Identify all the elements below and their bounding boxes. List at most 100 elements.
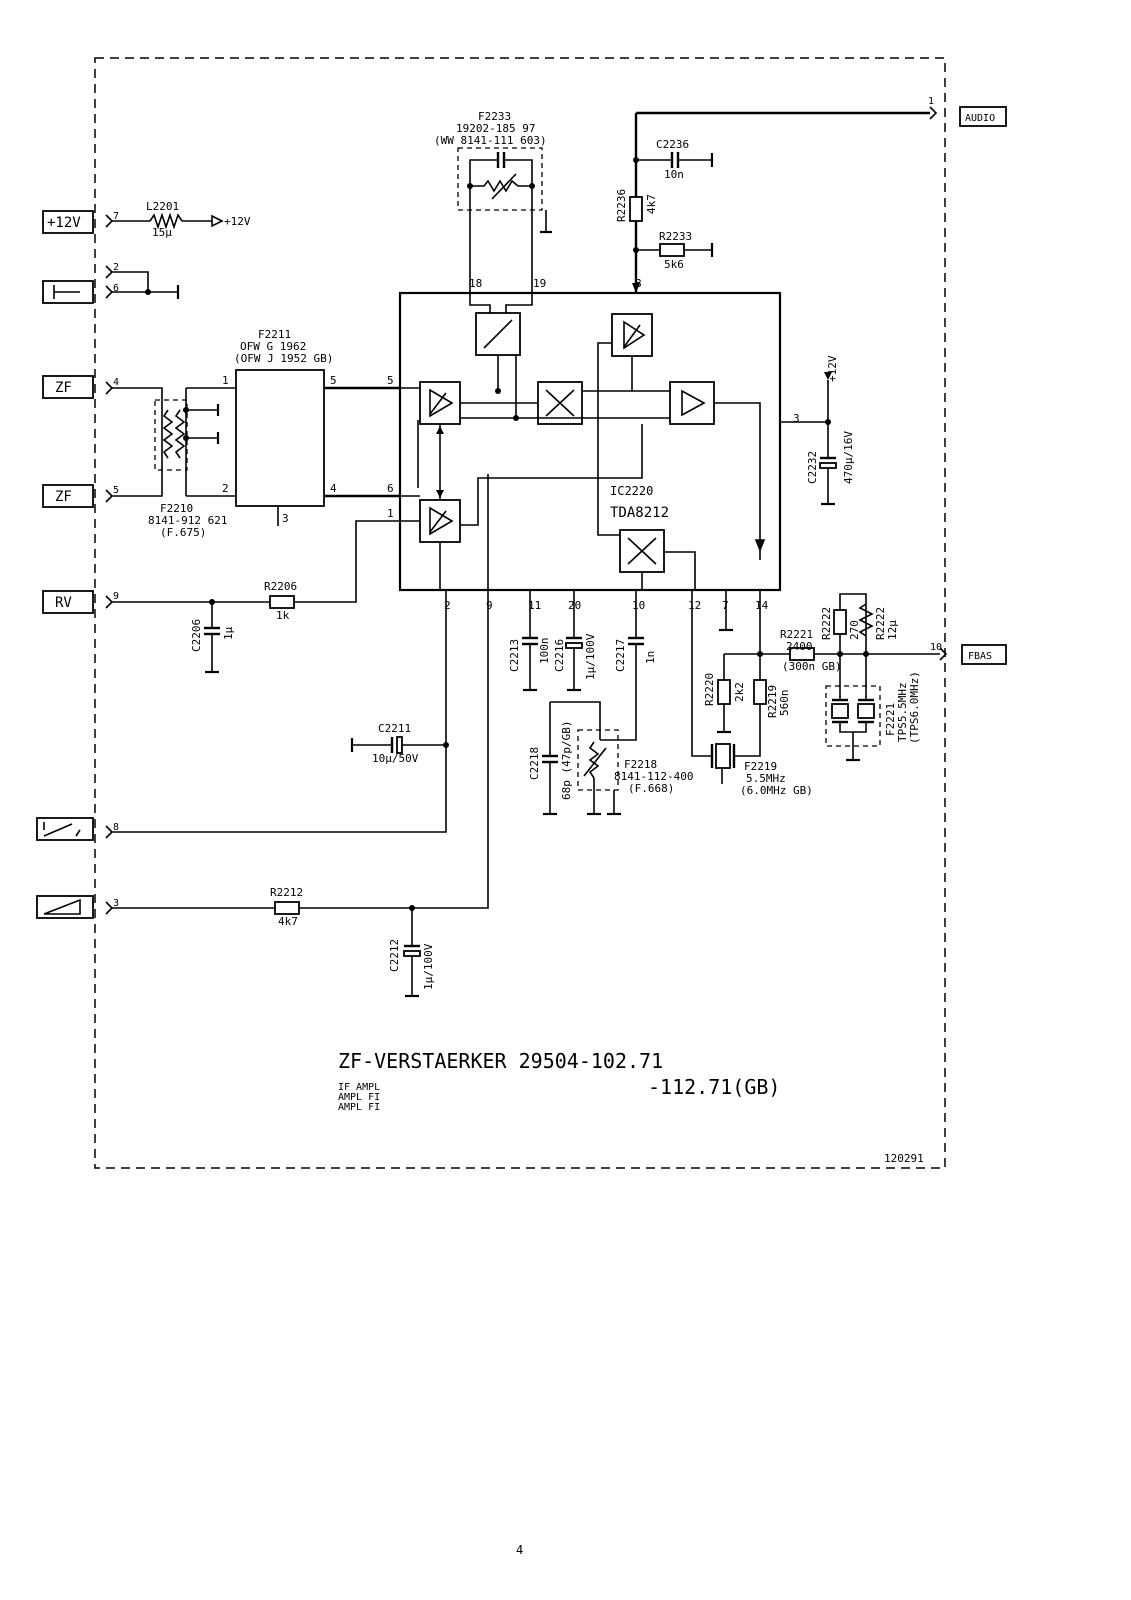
svg-text:R2222: R2222 (874, 607, 887, 640)
svg-text:19202-185 97: 19202-185 97 (456, 122, 535, 135)
svg-text:5k6: 5k6 (664, 258, 684, 271)
r2219-resistor (753, 679, 767, 705)
page-number: 4 (516, 1543, 523, 1557)
svg-text:8: 8 (113, 822, 119, 833)
svg-text:L2201: L2201 (146, 200, 179, 213)
svg-text:470µ/16V: 470µ/16V (842, 431, 855, 484)
svg-text:2400: 2400 (786, 640, 813, 653)
svg-text:560n: 560n (778, 690, 791, 717)
drawing-number: 120291 (884, 1152, 924, 1165)
svg-text:1: 1 (387, 507, 394, 520)
svg-text:R2221: R2221 (780, 628, 813, 641)
svg-text:3: 3 (793, 412, 800, 425)
r2222-resistor (833, 609, 847, 635)
connector-agc (36, 895, 94, 919)
svg-text:10: 10 (930, 642, 942, 653)
svg-text:12µ: 12µ (886, 620, 899, 640)
svg-text:(F.668): (F.668) (628, 782, 674, 795)
ic-type: TDA8212 (610, 505, 669, 521)
svg-text:R2219: R2219 (766, 685, 779, 718)
svg-text:2k2: 2k2 (733, 682, 746, 702)
svg-text:9: 9 (486, 599, 493, 612)
r2233-resistor (659, 243, 685, 257)
title-main: ZF-VERSTAERKER 29504-102.71 (338, 1049, 663, 1073)
svg-text:F2210: F2210 (160, 502, 193, 515)
svg-text:R2222: R2222 (820, 607, 833, 640)
svg-text:C2211: C2211 (378, 722, 411, 735)
svg-text:F2219: F2219 (744, 760, 777, 773)
connector-zf1-label: ZF (55, 380, 72, 396)
svg-text:1µ/100V: 1µ/100V (422, 943, 435, 990)
svg-text:(6.0MHz GB): (6.0MHz GB) (740, 784, 813, 797)
svg-text:11: 11 (528, 599, 541, 612)
svg-text:C2213: C2213 (508, 639, 521, 672)
svg-text:5: 5 (387, 374, 394, 387)
connector-fbas (961, 644, 1007, 665)
svg-text:C2218: C2218 (528, 747, 541, 780)
svg-text:(WW 8141-111 603): (WW 8141-111 603) (434, 134, 547, 147)
svg-text:5: 5 (330, 374, 337, 387)
svg-text:(300n GB): (300n GB) (782, 660, 842, 673)
svg-text:(OFW J 1952 GB): (OFW J 1952 GB) (234, 352, 333, 365)
svg-text:5: 5 (113, 485, 119, 496)
svg-text:+12V: +12V (826, 355, 839, 382)
connector-audio (959, 106, 1007, 127)
f2211-saw-filter (235, 369, 325, 507)
svg-text:R2206: R2206 (264, 580, 297, 593)
svg-text:100n: 100n (538, 638, 551, 665)
f2233-shield (457, 147, 543, 211)
ic-agc-block (419, 499, 461, 543)
f2210-shield (154, 399, 188, 471)
connector-zf2 (42, 484, 94, 508)
connector-rv (42, 590, 94, 614)
svg-text:1µ/100V: 1µ/100V (584, 633, 597, 680)
svg-text:18: 18 (469, 277, 482, 290)
svg-text:+12V: +12V (224, 215, 251, 228)
svg-text:6: 6 (113, 283, 119, 294)
svg-text:F2218: F2218 (624, 758, 657, 771)
svg-text:270: 270 (848, 620, 861, 640)
svg-text:1k: 1k (276, 609, 290, 622)
svg-text:(F.675): (F.675) (160, 526, 206, 539)
svg-text:R2220: R2220 (703, 673, 716, 706)
svg-text:2: 2 (113, 262, 119, 273)
connector-zf1 (42, 375, 94, 399)
ic-if-amp-block (419, 381, 461, 425)
svg-text:10µ/50V: 10µ/50V (372, 752, 419, 765)
connector-plus12v-label: +12V (47, 215, 81, 231)
svg-text:TPS5.5MHz: TPS5.5MHz (896, 682, 909, 742)
ic-video-amp-block (669, 381, 715, 425)
svg-text:C2216: C2216 (553, 639, 566, 672)
svg-text:10: 10 (632, 599, 645, 612)
svg-text:C2206: C2206 (190, 619, 203, 652)
r2206-resistor (269, 595, 295, 609)
svg-text:8141-912 621: 8141-912 621 (148, 514, 227, 527)
r2212-resistor (274, 901, 300, 915)
svg-text:2: 2 (444, 599, 451, 612)
svg-text:C2232: C2232 (806, 451, 819, 484)
svg-text:14: 14 (755, 599, 769, 612)
svg-text:1n: 1n (644, 651, 657, 664)
svg-text:10n: 10n (664, 168, 684, 181)
svg-text:9: 9 (113, 591, 119, 602)
svg-text:3: 3 (282, 512, 289, 525)
connector-rv-label: RV (55, 595, 72, 611)
svg-text:R2212: R2212 (270, 886, 303, 899)
connector-fbas-label: FBAS (968, 651, 992, 662)
svg-text:R2236: R2236 (615, 189, 628, 222)
svg-text:C2217: C2217 (614, 639, 627, 672)
f2219-filter (715, 743, 731, 769)
f2218-shield (577, 729, 619, 791)
svg-text:R2233: R2233 (659, 230, 692, 243)
svg-text:1µ: 1µ (222, 626, 235, 640)
connector-plus12v (42, 210, 94, 234)
connector-afc (36, 817, 94, 841)
svg-text:5.5MHz: 5.5MHz (746, 772, 786, 785)
svg-text:4k7: 4k7 (645, 194, 658, 214)
title-line-2: AMPL FI (338, 1092, 380, 1103)
svg-text:12: 12 (688, 599, 701, 612)
ic-body (398, 291, 782, 592)
f2221-shield (825, 685, 881, 747)
svg-text:F2233: F2233 (478, 110, 511, 123)
